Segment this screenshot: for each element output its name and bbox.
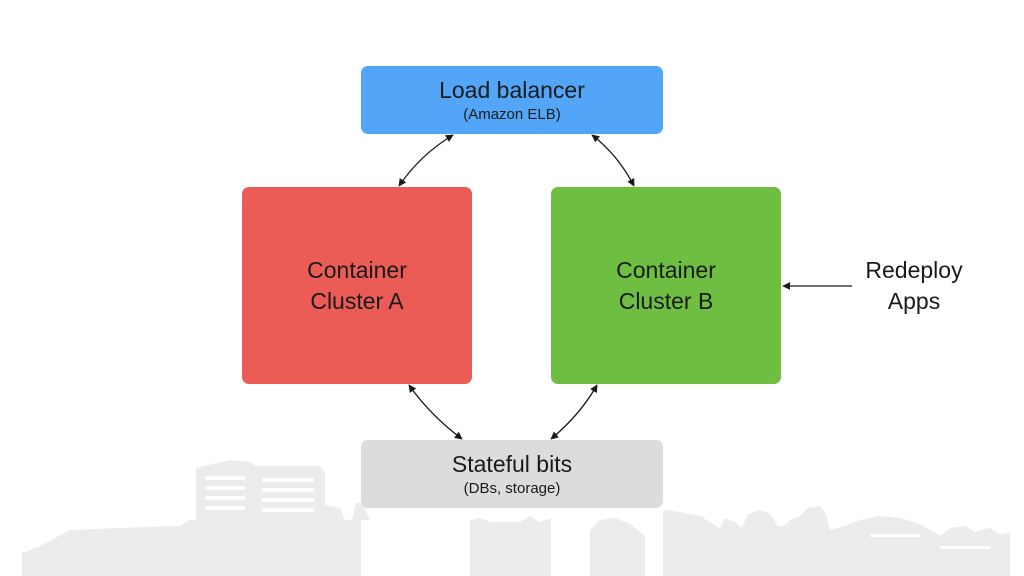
load-balancer-subtitle: (Amazon ELB)	[463, 105, 561, 123]
load-balancer-title: Load balancer	[439, 76, 585, 103]
container-cluster-a-box: Container Cluster A	[242, 187, 472, 384]
redeploy-line2: Apps	[887, 288, 941, 314]
stateful-subtitle: (DBs, storage)	[463, 479, 561, 497]
stateful-title: Stateful bits	[451, 450, 573, 477]
container-cluster-b-box: Container Cluster B	[551, 187, 781, 384]
redeploy-line1: Redeploy	[865, 257, 963, 283]
redeploy-apps-label: Redeploy Apps	[848, 255, 980, 317]
cluster-a-line1: Container	[307, 256, 407, 283]
arrow-cluster-b-to-stateful	[550, 384, 598, 440]
arrow-lb-to-cluster-a	[398, 134, 454, 187]
stateful-bits-box: Stateful bits (DBs, storage)	[361, 440, 663, 508]
arrow-lb-to-cluster-b	[591, 134, 635, 187]
cluster-b-line1: Container	[616, 256, 716, 283]
skyline-windows	[205, 476, 990, 549]
arrow-cluster-a-to-stateful	[408, 384, 463, 440]
cluster-a-line2: Cluster A	[310, 287, 404, 314]
cluster-b-line2: Cluster B	[618, 287, 714, 314]
load-balancer-box: Load balancer (Amazon ELB)	[361, 66, 663, 134]
